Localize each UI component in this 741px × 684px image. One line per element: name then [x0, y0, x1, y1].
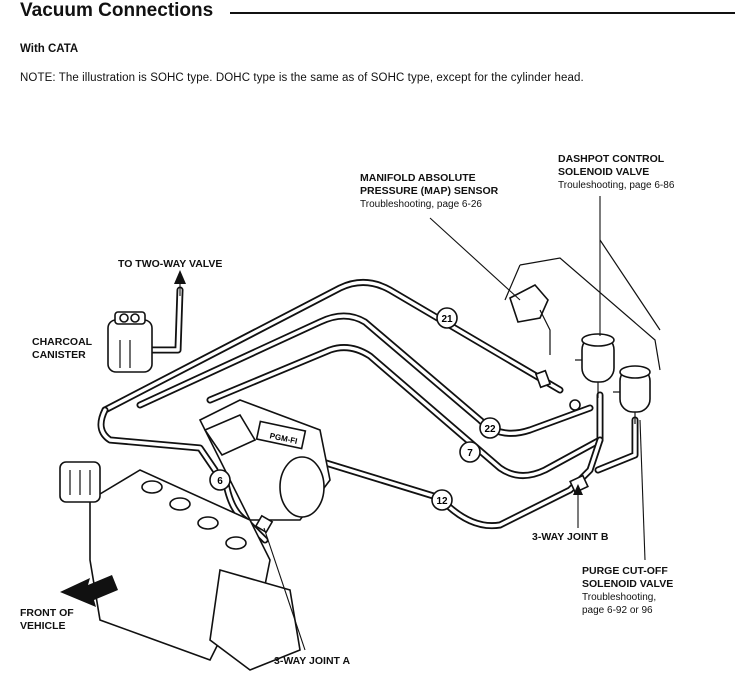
front-of-vehicle-label: FRONT OF VEHICLE: [20, 607, 74, 632]
map-sensor-part: [509, 283, 551, 355]
page-title: Vacuum Connections: [20, 0, 214, 21]
dashpot-valve-part: [575, 333, 615, 398]
joint-a-part: [254, 514, 274, 534]
hose-circle-21: [436, 307, 458, 329]
three-way-joint-a-label: 3-WAY JOINT A: [274, 655, 351, 667]
hose-circle-7: [459, 441, 481, 463]
hose-circle-6: [209, 469, 231, 491]
fittings: [254, 369, 589, 534]
hose-circle-12: [431, 489, 453, 511]
title-rule: [230, 12, 735, 14]
engine-head-part: [89, 469, 301, 671]
firewall-edge: [599, 239, 661, 331]
hose-number-circles: 21 22 7 6 12: [209, 307, 501, 511]
three-way-joint-b-label: 3-WAY JOINT B: [532, 531, 609, 543]
dashpot-label: DASHPOT CONTROL SOLENOID VALVE Troulesho…: [558, 153, 675, 191]
note-text: NOTE: The illustration is SOHC type. DOH…: [20, 72, 584, 84]
purge-cutoff-label: PURGE CUT-OFF SOLENOID VALVE Troubleshoo…: [582, 565, 674, 616]
hose-group: [97, 279, 639, 544]
hose-circle-22: [479, 417, 501, 439]
two-way-valve-label: TO TWO-WAY VALVE: [118, 258, 223, 270]
arrow-up-icon: [174, 270, 186, 284]
hose-num-21: 21: [441, 314, 453, 325]
intake-manifold-part: [198, 399, 331, 521]
hose-num-6: 6: [217, 476, 223, 487]
joint-b-part: [569, 474, 589, 494]
hose-two-way: [146, 286, 184, 354]
front-arrow-icon: [60, 575, 118, 607]
hose-num-12: 12: [436, 496, 448, 507]
body-outline-right: [504, 257, 661, 371]
charcoal-canister-part: [107, 311, 153, 373]
leader-lines: [179, 196, 646, 651]
purge-valve-part: [613, 365, 651, 424]
hose-num-7: 7: [467, 448, 473, 459]
arrow-joint-b-icon: [573, 484, 583, 495]
section-subtitle: With CATA: [20, 43, 79, 55]
map-sensor-label: MANIFOLD ABSOLUTE PRESSURE (MAP) SENSOR …: [360, 172, 499, 210]
distributor-part: [59, 461, 101, 503]
charcoal-canister-label: CHARCOAL CANISTER: [32, 336, 93, 361]
hose-num-22: 22: [484, 424, 496, 435]
